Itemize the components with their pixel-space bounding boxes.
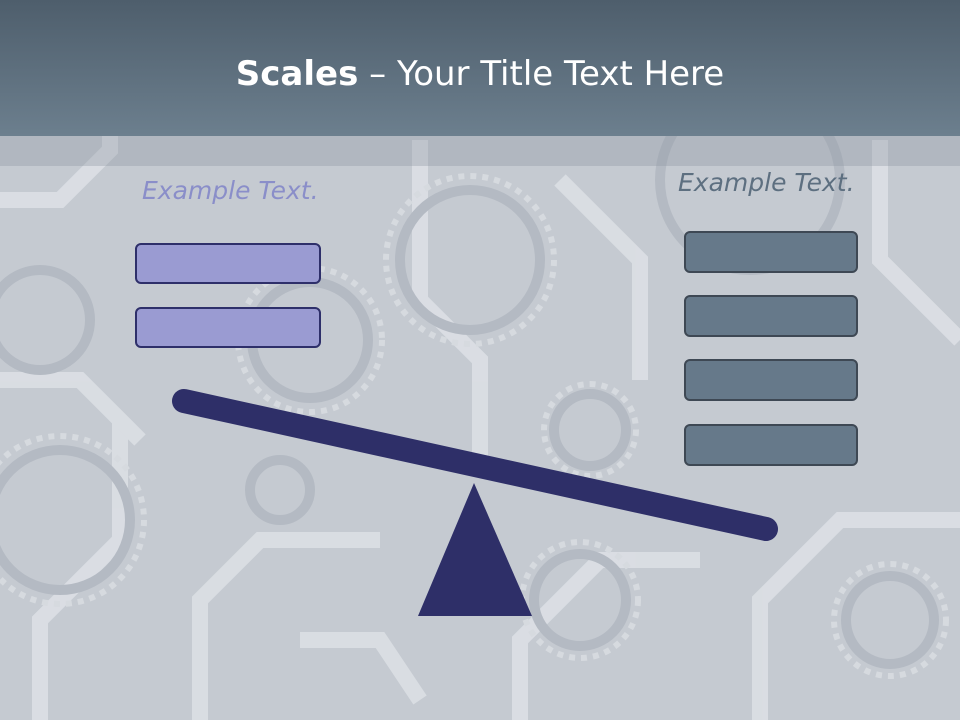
right-box-4 [684,424,858,466]
scale-fulcrum [418,483,532,616]
right-box-3 [684,359,858,401]
scale-beam [172,389,778,541]
title-bar [0,0,960,136]
right-box-1 [684,231,858,273]
left-label: Example Text. [142,176,319,205]
right-label: Example Text. [678,168,855,197]
right-box-2 [684,295,858,337]
title-rest: – Your Title Text Here [358,54,725,94]
slide-title: Scales – Your Title Text Here [0,52,960,96]
left-box-1 [135,243,321,284]
title-band [0,136,960,166]
left-box-2 [135,307,321,348]
title-bold: Scales [235,54,359,94]
